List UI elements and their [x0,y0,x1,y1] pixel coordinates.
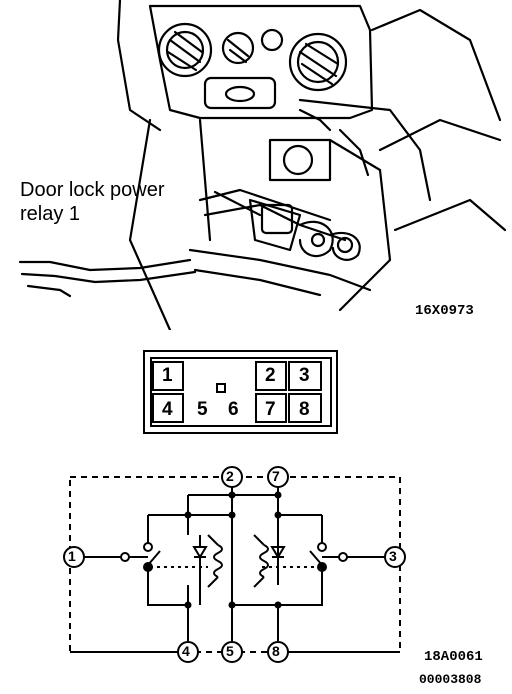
terminal-label-5: 5 [226,643,234,659]
terminal-label-8: 8 [272,643,280,659]
installation-illustration: Door lock power relay 1 16X0973 [0,0,512,330]
connector-outline [143,350,338,434]
pin-5: 5 [197,399,208,420]
pin-4: 4 [162,399,173,420]
terminal-label-4: 4 [182,643,190,659]
figure-code-top: 16X0973 [415,303,474,319]
terminal-label-2: 2 [226,468,234,484]
terminal-circle-1 [63,546,85,568]
terminal-circle-8 [267,641,289,663]
figure-code-bottom: 18A0061 [424,649,483,665]
terminal-circle-2 [221,466,243,488]
terminal-label-1: 1 [68,548,76,564]
relay-callout-label: Door lock power relay 1 [20,179,165,225]
terminal-label-7: 7 [272,468,280,484]
pin-7: 7 [265,399,276,420]
pin-6: 6 [228,399,239,420]
circuit-schematic [63,466,406,663]
dashboard-drawing [18,0,507,330]
pin-8: 8 [299,399,310,420]
terminal-circle-4 [177,641,199,663]
relay-circuit-diagram: 1 2 7 3 4 5 8 18A0061 00003808 [0,455,512,694]
pin-1: 1 [162,365,173,386]
pin-3: 3 [299,365,310,386]
connector-pinout: 1 2 3 4 5 6 7 8 [143,350,338,434]
document-code: 00003808 [419,672,482,687]
terminal-circle-7 [267,466,289,488]
terminal-label-3: 3 [389,548,397,564]
pin-2: 2 [265,365,276,386]
terminal-circle-5 [221,641,243,663]
terminal-circle-3 [384,546,406,568]
